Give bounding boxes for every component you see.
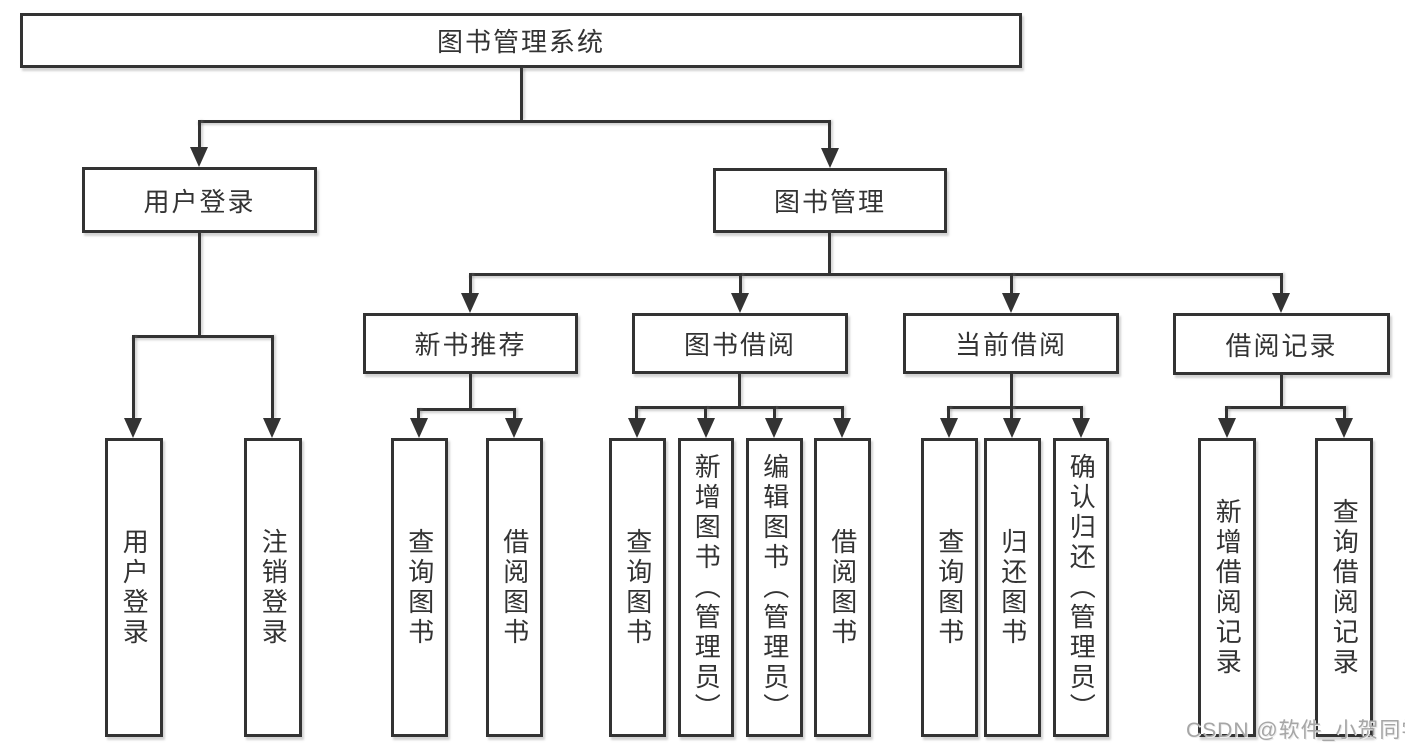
- leaf-query-books-borrowing: 查询图书: [609, 438, 666, 737]
- node-user-login: 用户登录: [82, 167, 317, 233]
- connector-arrow-g3b-stem: [704, 406, 707, 418]
- leaf-add-books-admin: 新增图书（管理员）: [678, 438, 734, 737]
- connector-arrow-g4c-stem: [1080, 406, 1083, 418]
- connector-arrow-g3a-stem: [635, 406, 638, 418]
- arrowhead-book-mgmt: [821, 148, 839, 168]
- connector-borrow-stem: [738, 374, 741, 406]
- arrowhead-newbook: [461, 293, 479, 313]
- connector-arrow-book-mgmt-stem: [828, 120, 831, 149]
- csdn-watermark: CSDN @软件_小贺同学: [1186, 719, 1405, 742]
- leaf-confirm-return-admin: 确认归还（管理员）: [1053, 438, 1109, 737]
- arrowhead-g2b: [505, 418, 523, 438]
- arrowhead-g3d: [833, 418, 851, 438]
- arrowhead-g3a: [628, 418, 646, 438]
- leaf-query-books-recommend: 查询图书: [391, 438, 448, 737]
- connector-arrow-user-login-stem: [198, 120, 201, 148]
- node-book-borrowing: 图书借阅: [632, 313, 848, 374]
- leaf-borrow-books: 借阅图书: [814, 438, 871, 737]
- node-current-borrowing: 当前借阅: [903, 313, 1119, 374]
- connector-newbook-rail: [417, 408, 516, 411]
- arrowhead-g3c: [765, 418, 783, 438]
- arrowhead-g2a: [410, 418, 428, 438]
- connector-arrow-login-stem: [132, 335, 135, 418]
- connector-book-mgmt-stem: [828, 233, 831, 273]
- connector-arrow-newbook-stem: [469, 273, 472, 294]
- connector-current-rail: [947, 406, 1083, 409]
- connector-arrow-logout-stem: [271, 335, 274, 418]
- connector-arrow-g5b-stem: [1343, 406, 1346, 418]
- connector-book-mgmt-rail: [469, 273, 1283, 276]
- arrowhead-user-login: [190, 147, 208, 167]
- leaf-logout: 注销登录: [244, 438, 302, 737]
- arrowhead-g4a: [940, 418, 958, 438]
- leaf-query-books-current: 查询图书: [921, 438, 978, 737]
- connector-root-rail: [198, 120, 831, 123]
- leaf-user-login: 用户登录: [105, 438, 163, 737]
- connector-arrow-current-stem: [1010, 273, 1013, 294]
- arrowhead-g4b: [1003, 418, 1021, 438]
- connector-root-stem: [520, 68, 523, 120]
- node-borrowing-records: 借阅记录: [1173, 313, 1390, 375]
- connector-borrow-rail: [635, 406, 844, 409]
- connector-arrow-g3d-stem: [841, 406, 844, 418]
- arrowhead-login: [124, 418, 142, 438]
- connector-current-stem: [1010, 374, 1013, 406]
- arrowhead-g5b: [1335, 418, 1353, 438]
- arrowhead-records: [1272, 293, 1290, 313]
- connector-records-rail: [1225, 406, 1346, 409]
- connector-user-login-stem: [198, 233, 201, 335]
- leaf-borrow-books-recommend: 借阅图书: [486, 438, 543, 737]
- connector-arrow-g2b-stem: [513, 408, 516, 418]
- leaf-edit-books-admin: 编辑图书（管理员）: [746, 438, 803, 737]
- connector-records-stem: [1280, 375, 1283, 406]
- connector-arrow-g5a-stem: [1225, 406, 1228, 418]
- connector-arrow-borrow-stem: [739, 273, 742, 294]
- connector-arrow-g3c-stem: [773, 406, 776, 418]
- connector-arrow-records-stem: [1280, 273, 1283, 294]
- connector-arrow-g4b-stem: [1010, 406, 1013, 418]
- arrowhead-logout: [263, 418, 281, 438]
- arrowhead-g3b: [697, 418, 715, 438]
- leaf-query-borrow-record: 查询借阅记录: [1315, 438, 1373, 737]
- connector-newbook-stem: [469, 374, 472, 408]
- leaf-add-borrow-record: 新增借阅记录: [1198, 438, 1256, 737]
- connector-arrow-g4a-stem: [947, 406, 950, 418]
- connector-arrow-g2a-stem: [417, 408, 420, 418]
- arrowhead-current: [1002, 293, 1020, 313]
- node-root-library-system: 图书管理系统: [20, 13, 1022, 68]
- node-book-management: 图书管理: [713, 168, 947, 233]
- leaf-return-books: 归还图书: [984, 438, 1041, 737]
- arrowhead-g4c: [1072, 418, 1090, 438]
- arrowhead-g5a: [1218, 418, 1236, 438]
- node-new-book-recommend: 新书推荐: [363, 313, 578, 374]
- arrowhead-borrow: [731, 293, 749, 313]
- connector-user-login-rail: [132, 335, 274, 338]
